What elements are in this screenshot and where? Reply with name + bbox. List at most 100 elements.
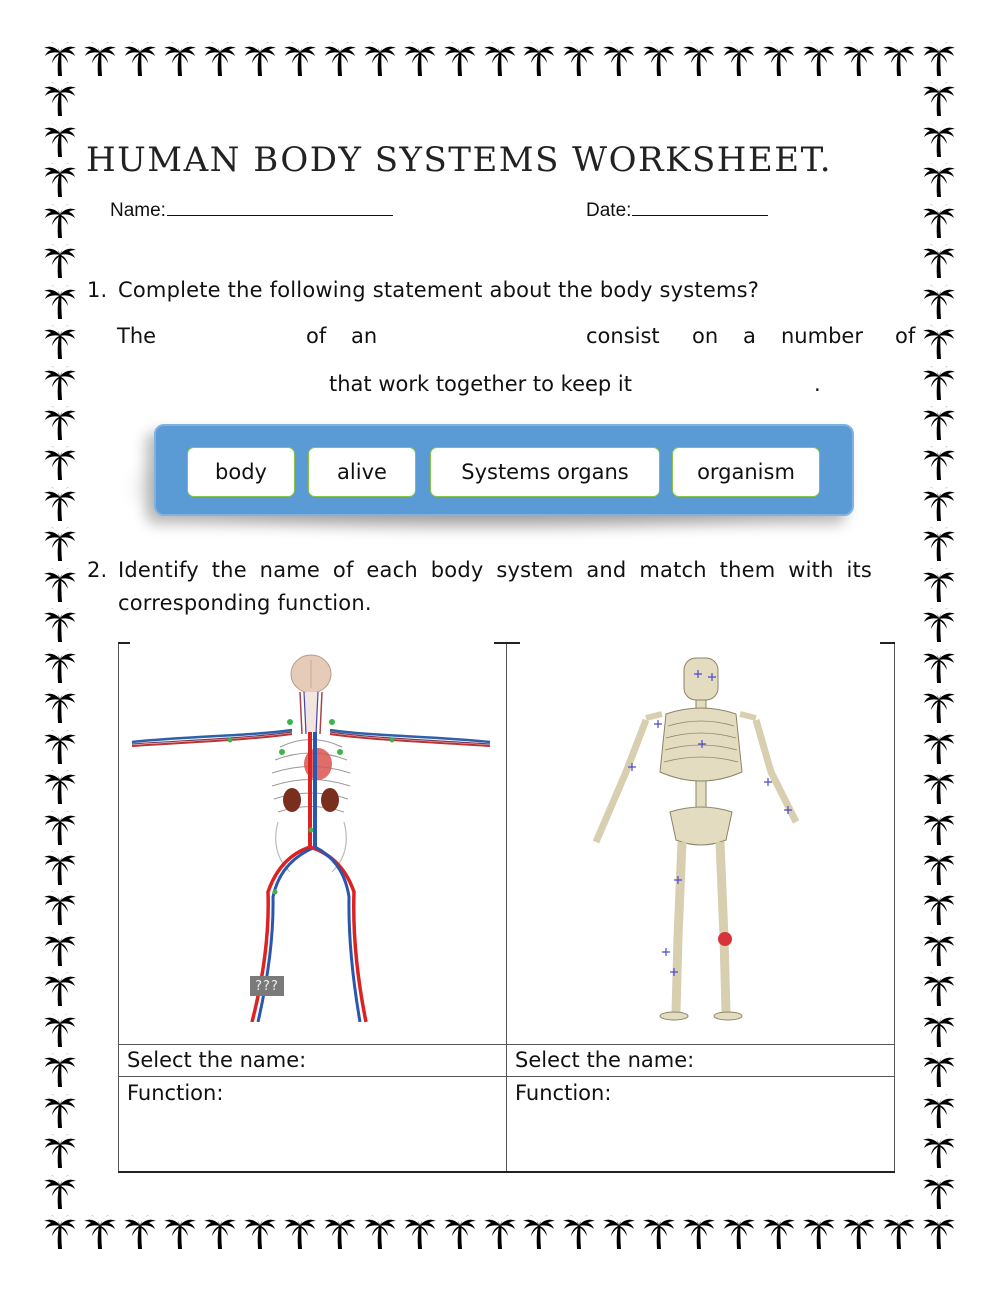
palm-tree-icon [922,1093,956,1129]
table-divider [506,642,507,1172]
palm-tree-icon [842,41,876,77]
palm-tree-icon [43,931,77,967]
question-2-prompt-line2: corresponding function. [118,591,372,615]
palm-tree-icon [522,1214,556,1250]
palm-tree-icon [922,405,956,441]
blank-drop-zone-2[interactable] [395,320,575,350]
date-field[interactable]: Date: [586,198,769,222]
table-corner-tick [118,642,130,644]
palm-tree-icon [283,1214,317,1250]
table-row-line [118,1044,895,1045]
palm-tree-icon [203,41,237,77]
unknown-label-badge: ??? [250,976,284,996]
palm-tree-icon [842,1214,876,1250]
table-row-line [118,1076,895,1077]
palm-tree-icon [882,41,916,77]
question-text: Complete the following statement about t… [118,278,760,302]
palm-tree-icon [922,324,956,360]
palm-tree-icon [922,729,956,765]
palm-tree-icon [83,41,117,77]
name-field[interactable]: Name: [110,198,393,222]
blank-drop-zone-1[interactable] [172,320,292,350]
select-name-label-1: Select the name: [127,1048,307,1072]
palm-tree-icon [483,41,517,77]
palm-tree-icon [123,41,157,77]
palm-tree-icon [43,526,77,562]
statement-word: on [692,324,719,348]
palm-tree-icon [602,41,636,77]
palm-tree-icon [43,567,77,603]
table-bottom-line [118,1171,895,1173]
palm-tree-icon [922,162,956,198]
palm-tree-icon [562,41,596,77]
palm-tree-icon [43,486,77,522]
palm-tree-icon [43,971,77,1007]
palm-tree-icon [43,729,77,765]
question-number: 2. [87,558,108,582]
palm-tree-icon [243,41,277,77]
statement-period: . [814,372,821,396]
palm-tree-icon [922,122,956,158]
palm-tree-icon [43,284,77,320]
palm-tree-icon [922,243,956,279]
palm-tree-icon [483,1214,517,1250]
palm-tree-icon [43,850,77,886]
palm-tree-icon [922,931,956,967]
word-chip-alive[interactable]: alive [308,447,416,497]
name-label: Name: [110,200,166,221]
select-name-label-2: Select the name: [515,1048,695,1072]
palm-tree-icon [323,41,357,77]
palm-tree-icon [43,1133,77,1169]
palm-tree-icon [43,122,77,158]
function-drop-zone-2[interactable] [508,1108,892,1170]
palm-tree-icon [682,41,716,77]
palm-tree-icon [363,41,397,77]
palm-tree-icon [43,1214,77,1250]
palm-tree-icon [922,1052,956,1088]
palm-tree-icon [922,769,956,805]
palm-tree-icon [642,1214,676,1250]
table-corner-tick [494,642,520,644]
palm-tree-icon [922,1214,956,1250]
name-blank-line[interactable] [166,198,393,216]
function-drop-zone-1[interactable] [120,1108,504,1170]
palm-tree-icon [363,1214,397,1250]
date-blank-line[interactable] [632,198,769,216]
word-chip-body[interactable]: body [187,447,295,497]
palm-tree-icon [443,1214,477,1250]
palm-tree-icon [163,41,197,77]
palm-tree-icon [43,688,77,724]
page-title: Human Body Systems Worksheet. [86,140,833,180]
statement-word: consist [586,324,660,348]
palm-tree-icon [922,486,956,522]
blank-drop-zone-4[interactable] [672,368,812,398]
skeletal-system-figure [566,652,836,1022]
palm-tree-icon [922,41,956,77]
palm-tree-icon [762,41,796,77]
word-chip-organism[interactable]: organism [672,447,820,497]
palm-tree-icon [43,1174,77,1210]
function-label-1: Function: [127,1081,224,1105]
palm-tree-icon [43,41,77,77]
palm-tree-icon [642,41,676,77]
system-name-dropdown-2[interactable] [718,1046,888,1076]
table-corner-tick [880,642,895,644]
blank-drop-zone-3[interactable] [150,368,320,398]
palm-tree-icon [43,81,77,117]
statement-word: The [117,324,157,348]
palm-tree-icon [43,162,77,198]
statement-word: of [306,324,327,348]
palm-tree-icon [43,324,77,360]
system-name-dropdown-1[interactable] [330,1046,500,1076]
statement-word: of [895,324,916,348]
palm-tree-icon [43,405,77,441]
table-border [118,642,119,1172]
palm-tree-icon [522,41,556,77]
word-chip-systems-organs[interactable]: Systems organs [430,447,660,497]
matching-table [118,642,895,1173]
palm-tree-icon [762,1214,796,1250]
question-1-prompt: 1.Complete the following statement about… [87,278,759,302]
palm-tree-icon [283,41,317,77]
palm-tree-icon [922,203,956,239]
palm-tree-icon [43,648,77,684]
